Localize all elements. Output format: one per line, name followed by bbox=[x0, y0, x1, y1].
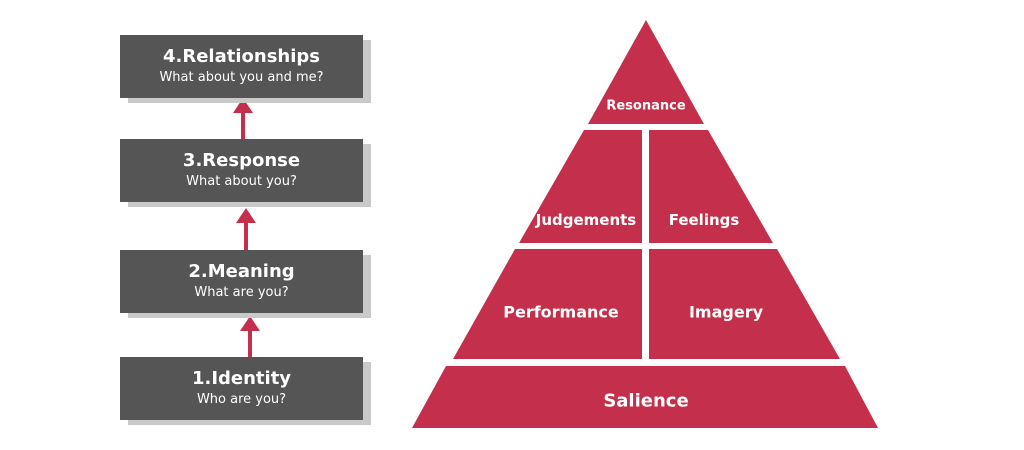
step-title: 1.Identity bbox=[191, 368, 292, 389]
step-title: 3.Response bbox=[182, 150, 301, 171]
label-resonance: Resonance bbox=[606, 98, 686, 114]
pyramid-segment-resonance bbox=[588, 20, 704, 124]
step-subtitle: What about you? bbox=[186, 174, 297, 189]
step-identity: 1.Identity Who are you? bbox=[120, 357, 363, 420]
label-salience: Salience bbox=[603, 390, 689, 412]
step-title: 2.Meaning bbox=[188, 261, 295, 282]
pyramid-segment-judgements bbox=[519, 130, 642, 243]
label-performance: Performance bbox=[503, 302, 619, 322]
step-title: 4.Relationships bbox=[163, 46, 320, 67]
step-relationships: 4.Relationships What about you and me? bbox=[120, 35, 363, 98]
pyramid-segment-imagery bbox=[649, 249, 840, 359]
step-subtitle: Who are you? bbox=[196, 392, 287, 407]
step-meaning: 2.Meaning What are you? bbox=[120, 250, 363, 313]
label-feelings: Feelings bbox=[668, 211, 740, 229]
step-subtitle: What are you? bbox=[194, 285, 289, 300]
step-subtitle: What about you and me? bbox=[159, 70, 324, 85]
pyramid-segment-salience bbox=[412, 366, 878, 428]
step-response: 3.Response What about you? bbox=[120, 139, 363, 202]
label-judgements: Judgements bbox=[535, 211, 637, 229]
pyramid-segment-feelings bbox=[649, 130, 773, 243]
label-imagery: Imagery bbox=[688, 302, 764, 322]
pyramid-segment-performance bbox=[453, 249, 642, 359]
